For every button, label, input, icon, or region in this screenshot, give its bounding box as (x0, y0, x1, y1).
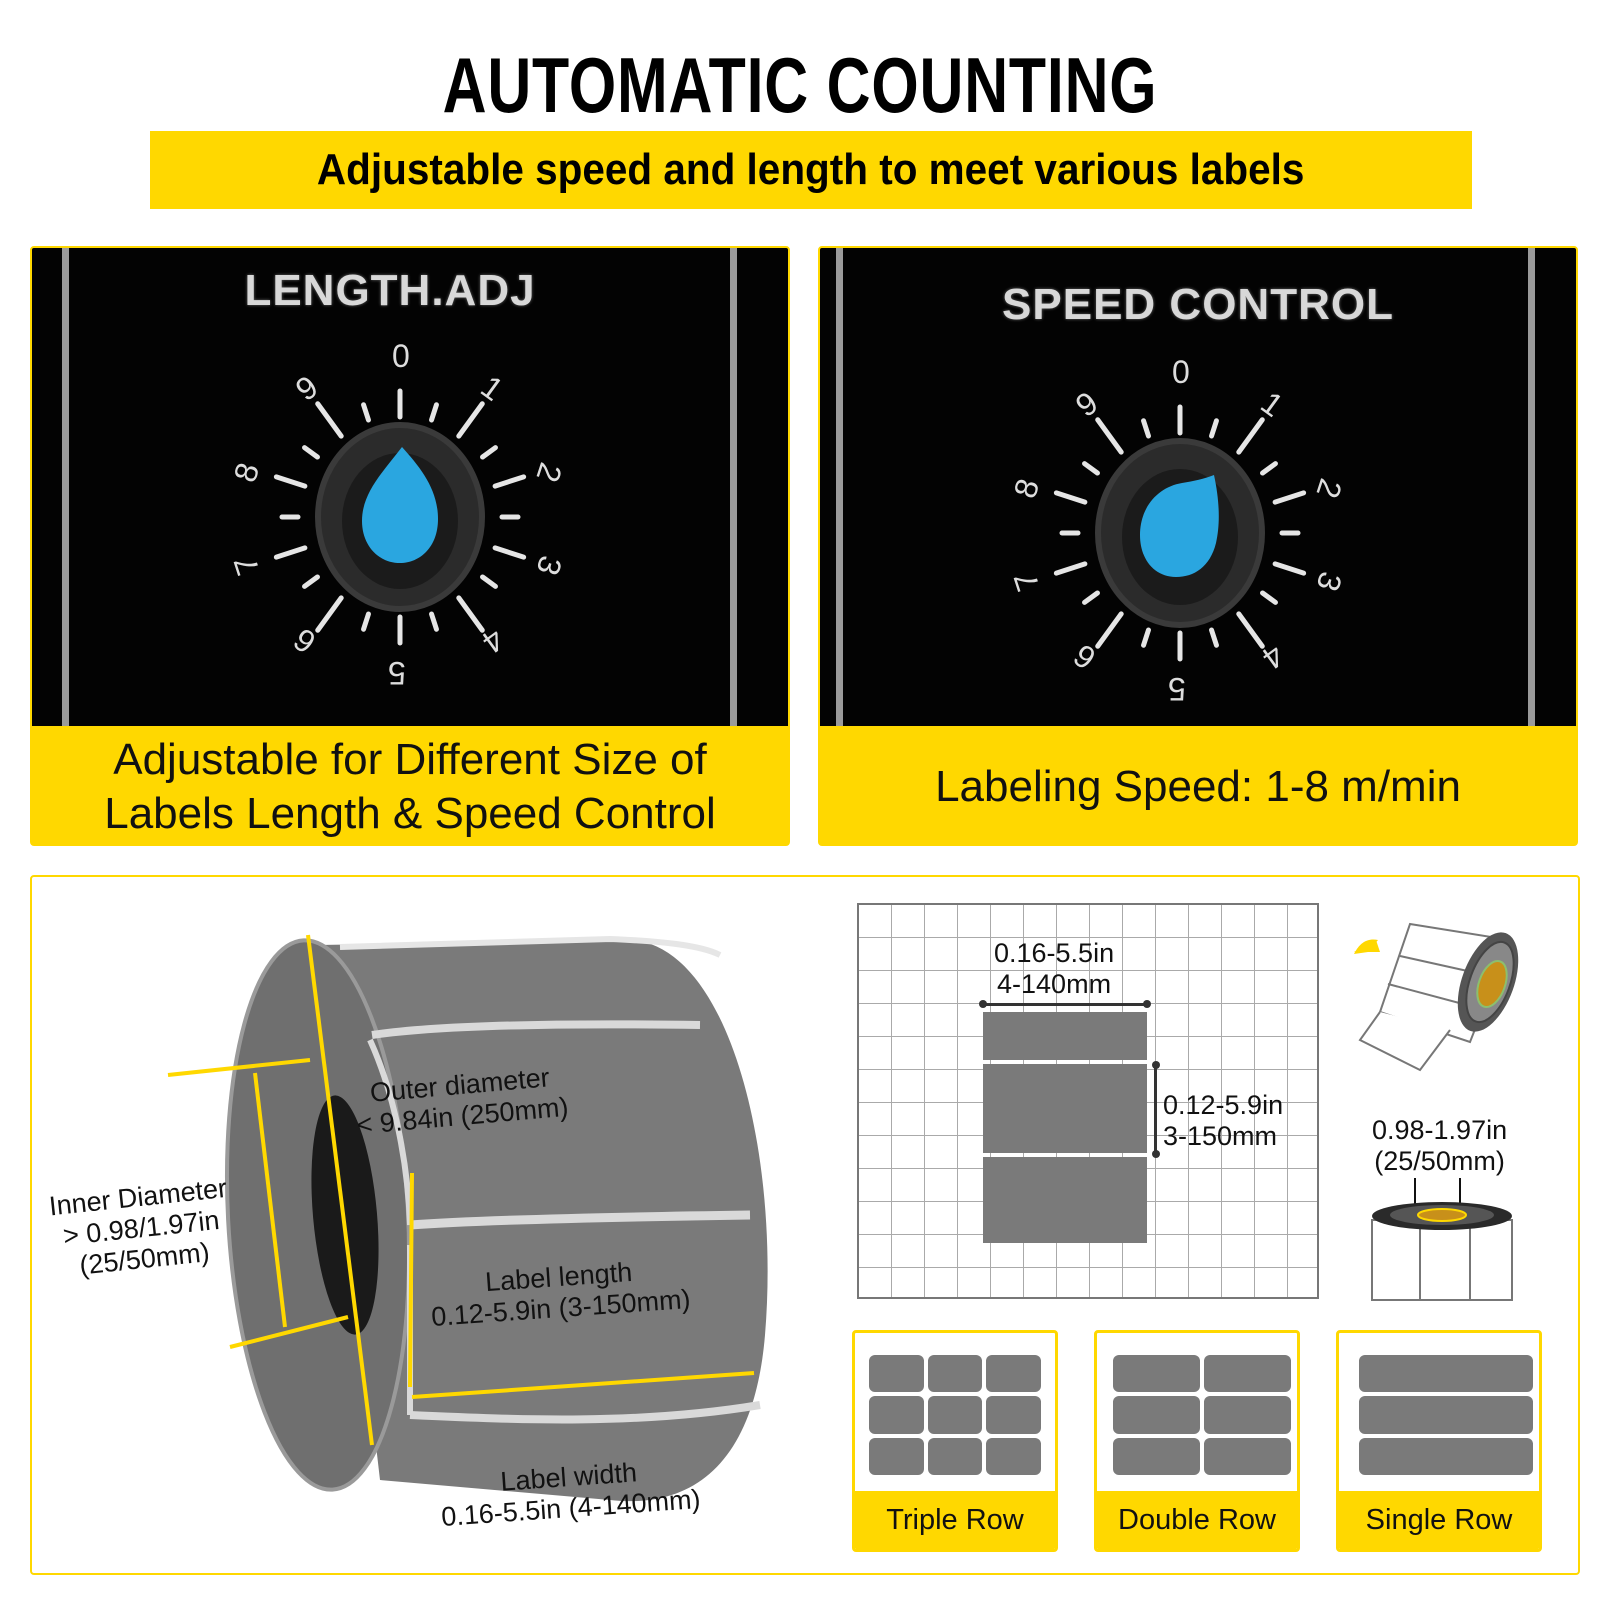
double-row-icon (1113, 1355, 1291, 1475)
layout-label: Single Row (1339, 1491, 1539, 1549)
width-dimension-label: 0.16-5.5in 4-140mm (994, 938, 1115, 999)
length-caption: Adjustable for Different Size of Labels … (32, 726, 788, 844)
dimension-endpoint (979, 1000, 987, 1008)
dial-number-0: 0 (1172, 354, 1190, 390)
dimension-endpoint (1152, 1150, 1160, 1158)
label-roll-illustration (167, 934, 768, 1502)
speed-dial[interactable]: 0 1 2 3 4 5 6 7 8 9 (980, 348, 1380, 718)
plate-rail-left (836, 248, 843, 726)
plate-rail-right (730, 248, 737, 726)
layout-card-triple-row: Triple Row (852, 1330, 1058, 1552)
layout-card-single-row: Single Row (1336, 1330, 1542, 1552)
triple-row-icon (869, 1355, 1041, 1475)
length-dial[interactable]: 0 1 2 3 4 5 6 7 8 9 (200, 332, 600, 702)
dial-number-0: 0 (392, 338, 410, 374)
length-adjust-panel: LENGTH.ADJ (30, 246, 790, 846)
dial-number-5: 5 (388, 655, 406, 691)
subtitle-banner: Adjustable speed and length to meet vari… (150, 131, 1472, 209)
subtitle-text: Adjustable speed and length to meet vari… (317, 145, 1305, 194)
plate-rail-left (62, 248, 69, 726)
width-dimension-line (982, 1003, 1148, 1006)
knob-label: SPEED CONTROL (1002, 280, 1394, 329)
dimension-lines (167, 934, 755, 1446)
plate-rail-right (1528, 248, 1535, 726)
length-dimension-label: 0.12-5.9in 3-150mm (1163, 1090, 1284, 1151)
dial-graphic (273, 388, 527, 646)
knob-label: LENGTH.ADJ (244, 266, 536, 315)
page-title: AUTOMATIC COUNTING (442, 41, 1158, 129)
unwinding-roll-icon (1354, 922, 1519, 1072)
core-roll-icon (1371, 1178, 1513, 1301)
caption-line-1: Labeling Speed: 1-8 m/min (935, 762, 1461, 811)
dial-number-5: 5 (1168, 671, 1186, 707)
dial-ticks (273, 388, 527, 646)
layout-card-double-row: Double Row (1094, 1330, 1300, 1552)
length-dimension-line (1154, 1064, 1157, 1154)
dimension-endpoint (1143, 1000, 1151, 1008)
dial-ticks (1053, 404, 1307, 662)
speed-control-panel: SPEED CONTROL (818, 246, 1578, 846)
sample-label (983, 1012, 1147, 1060)
layout-label: Triple Row (855, 1491, 1055, 1549)
dial-graphic (1053, 404, 1307, 662)
caption-line-1: Adjustable for Different Size of (113, 735, 707, 784)
inner-diameter-annotation: Inner Diameter > 0.98/1.97in (25/50mm) (47, 1172, 229, 1281)
single-row-icon (1359, 1355, 1533, 1475)
speed-caption: Labeling Speed: 1-8 m/min (820, 726, 1576, 844)
caption-line-2: Labels Length & Speed Control (104, 789, 716, 838)
sample-label (983, 1157, 1147, 1243)
sample-label (983, 1064, 1147, 1153)
core-dimension-label: 0.98-1.97in (25/50mm) (1372, 1115, 1508, 1176)
layout-label: Double Row (1097, 1491, 1297, 1549)
dimension-endpoint (1152, 1061, 1160, 1069)
